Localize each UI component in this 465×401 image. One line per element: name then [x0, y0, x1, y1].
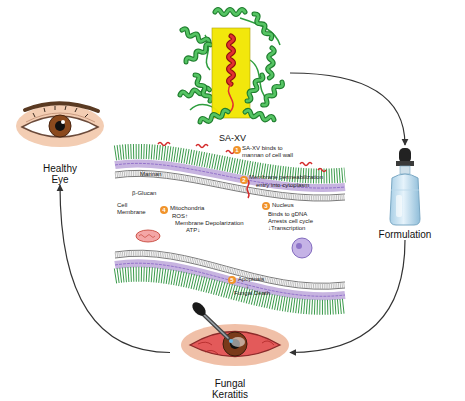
protein-structure-part	[245, 74, 264, 102]
healthy-eye-drawing-part	[61, 120, 65, 124]
protein-structure-part	[185, 43, 212, 64]
peptide-marks-part	[196, 145, 208, 148]
healthy-eye-drawing	[16, 103, 104, 147]
dropper-bottle	[390, 148, 420, 225]
protein-structure	[180, 10, 284, 125]
callout-number: 1	[233, 146, 241, 154]
organelles-part	[296, 243, 302, 249]
infected-eye-drawing	[181, 300, 289, 366]
dropper-bottle-part	[391, 190, 419, 191]
infected-eye-drawing-part	[231, 337, 245, 347]
mechanism-label: SA-XV binds to mannan of cell wall	[242, 145, 304, 159]
mechanism-label: Nucleus	[272, 202, 294, 209]
dropper-bottle-part	[396, 161, 414, 166]
dropper-bottle-part	[390, 174, 420, 225]
protein-structure-part	[212, 28, 250, 118]
fungal-cell-wall-part	[115, 274, 345, 307]
organelles-part	[292, 238, 312, 258]
healthy-eye-drawing-part	[16, 105, 104, 147]
protein-structure-part	[215, 10, 245, 15]
cycle-arrow	[60, 185, 170, 353]
mechanism-label: Mitochondria	[170, 205, 204, 212]
mechanism-label: ROS↑	[172, 213, 188, 220]
fungal-cell-wall	[115, 151, 345, 307]
protein-structure-part	[199, 109, 229, 124]
organelles-part	[139, 235, 155, 238]
mechanism-label: ATP↓	[186, 227, 200, 234]
protein-structure-part	[261, 80, 284, 106]
mechanism-label: Membrane permeabilization	[249, 174, 323, 181]
organelles-part	[136, 230, 160, 242]
mechanism-label: Apoptosis	[238, 276, 264, 283]
callout-number: 3	[262, 202, 270, 210]
illustration-node: Fungal Keratitis	[170, 305, 290, 400]
infected-eye-drawing-part	[181, 324, 289, 366]
protein-structure-part	[267, 48, 275, 78]
mechanism-label: Binds to gDNA	[268, 211, 307, 218]
healthy-eye-drawing-part	[25, 103, 98, 111]
illustration-node: SA-XV	[175, 2, 290, 144]
protein-structure-part	[229, 36, 234, 84]
mechanism-label: Mannan	[140, 171, 162, 178]
protein-structure-part	[228, 84, 233, 112]
fungal-cell-wall-part	[115, 176, 345, 201]
illustration-node: Formulation	[365, 145, 445, 240]
dropper-bottle-part	[399, 148, 411, 163]
mechanism-label: ↓Transcription	[268, 225, 305, 232]
node-caption: SA-XV	[178, 134, 288, 144]
protein-structure-part	[193, 74, 212, 102]
infected-eye-drawing-part	[190, 332, 280, 357]
peptide-marks-part	[158, 143, 170, 146]
mechanism-label: Cell Membrane	[117, 202, 149, 216]
organelles	[136, 230, 312, 258]
callout-number: 2	[240, 176, 248, 184]
callout-number: 4	[160, 206, 168, 214]
dropper-bottle-part	[396, 195, 402, 217]
dropper-bottle-part	[400, 166, 410, 174]
mechanism-label: entry into cytoplasm	[256, 182, 309, 189]
peptide-marks-part	[300, 163, 312, 166]
healthy-eye-drawing-part	[33, 106, 88, 117]
healthy-eye-drawing-part	[22, 116, 98, 137]
cycle-arrow	[290, 240, 405, 353]
infected-eye-drawing-part	[203, 314, 228, 338]
infected-eye-drawing-part	[190, 300, 208, 318]
protein-structure-part	[244, 110, 274, 123]
cycle-arrow	[290, 73, 405, 145]
mechanism-label: Membrane Depolarization	[175, 220, 244, 227]
peptide-marks-part	[318, 169, 326, 172]
mechanism-label: Arrests cell cycle	[268, 218, 313, 225]
healthy-eye-drawing-part	[55, 121, 65, 131]
infected-eye-drawing-part	[203, 314, 228, 338]
mechanism-label: β-Glucan	[132, 190, 156, 197]
infected-eye-drawing-part	[229, 339, 233, 343]
healthy-eye-drawing-part	[49, 115, 71, 137]
callout-number: 5	[228, 276, 236, 284]
peptide-marks-part	[247, 180, 249, 198]
illustration-node: Healthy Eye	[15, 100, 105, 185]
protein-structure-part	[252, 13, 273, 40]
node-caption: Fungal Keratitis	[200, 378, 260, 400]
node-caption: Healthy Eye	[35, 163, 85, 185]
mechanism-label: ↓	[246, 283, 249, 290]
peptide-marks	[158, 143, 326, 199]
mechanism-label: Fungal Death	[234, 290, 270, 297]
node-caption: Formulation	[365, 229, 445, 240]
